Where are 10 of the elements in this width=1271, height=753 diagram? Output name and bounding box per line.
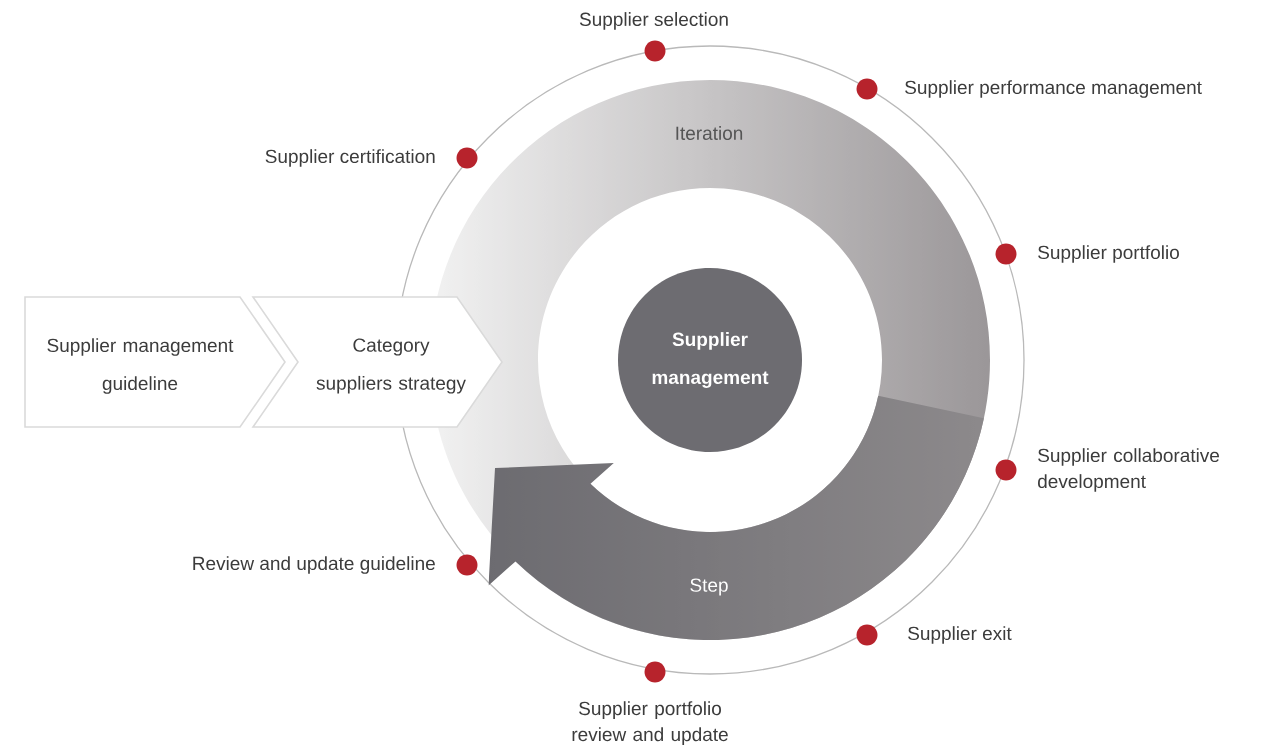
milestone-label: Supplier selection — [579, 12, 728, 30]
milestone-label: Supplier certification — [265, 149, 435, 167]
milestone-label: Supplier portfolio — [1038, 245, 1179, 263]
milestone-label: Review and update guideline — [193, 556, 435, 574]
milestone-label: Supplier performance management — [905, 80, 1202, 98]
milestone-label: Supplier exit — [908, 626, 1012, 644]
milestone-label: Supplier portfolio review and update — [572, 701, 728, 745]
band-label: Step — [690, 578, 728, 596]
band-label: Iteration — [676, 126, 743, 140]
milestone-label: Supplier collaborative development — [1038, 448, 1220, 492]
